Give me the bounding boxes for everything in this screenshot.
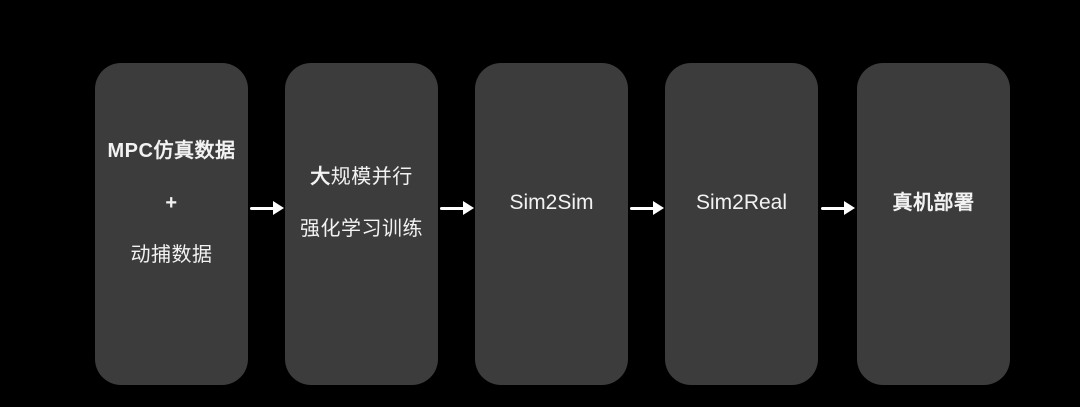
node-label: MPC仿真数据 + 动捕数据 xyxy=(108,137,236,269)
right-arrow-icon xyxy=(440,201,474,215)
node-real-robot-deployment: 真机部署 xyxy=(857,63,1010,385)
node-parallel-rl-training: 大规模并行 强化学习训练 xyxy=(285,63,438,385)
right-arrow-icon xyxy=(250,201,284,215)
node-label: 大规模并行 强化学习训练 xyxy=(300,163,423,243)
node-line: 动捕数据 xyxy=(130,244,213,266)
node-mpc-and-mocap-data: MPC仿真数据 + 动捕数据 xyxy=(95,63,248,385)
node-line: MPC仿真数据 xyxy=(107,140,236,162)
node-label: Sim2Real xyxy=(696,189,787,217)
node-line: 真机部署 xyxy=(892,192,975,214)
node-line: 强化学习训练 xyxy=(300,218,423,240)
node-sim2real: Sim2Real xyxy=(665,63,818,385)
node-line: 大规模并行 xyxy=(310,166,413,188)
node-sim2sim: Sim2Sim xyxy=(475,63,628,385)
node-label: Sim2Sim xyxy=(509,189,593,217)
right-arrow-icon xyxy=(821,201,855,215)
node-line: Sim2Real xyxy=(695,191,788,214)
plus-sign: + xyxy=(165,192,178,214)
node-line: Sim2Sim xyxy=(509,191,594,214)
node-label: 真机部署 xyxy=(893,189,975,217)
right-arrow-icon xyxy=(630,201,664,215)
